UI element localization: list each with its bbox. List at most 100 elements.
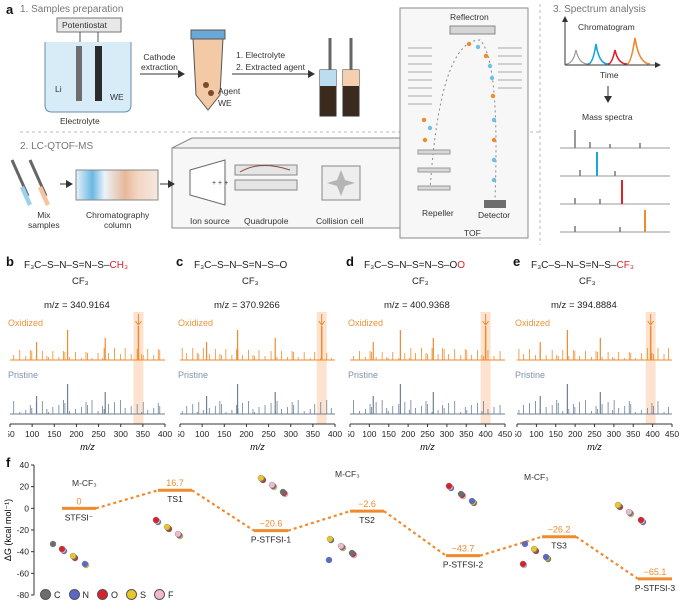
connector-line [575,535,639,580]
step3-label: 3. Spectrum analysis [553,4,646,15]
x-tick-label: 50 [515,429,522,439]
atom-ball [468,497,476,505]
chromatography-column-label: Chromatography column [86,210,150,230]
x-tick-label: 100 [362,429,376,439]
step1-label: 1. Samples preparation [20,4,124,15]
x-tick-label: 300 [607,429,621,439]
energy-value: −65.1 [644,567,667,577]
x-tick-label: 300 [440,429,454,439]
state-label: TS1 [167,494,183,504]
structure-cf3: CF₃ [242,276,259,287]
x-tick-label: 200 [239,429,253,439]
x-tick-label: 350 [136,429,150,439]
pristine-label: Pristine [348,370,379,380]
atom-ball [445,482,453,490]
molecule-structure: F₃C–S–N–S=N–S–OO [364,260,465,271]
molecule-structure: F₃C–S–N–S=N–S–CH₃ [24,260,128,271]
x-tick-label: 150 [549,429,563,439]
mz-value: m/z = 340.9164 [44,300,110,311]
potentiostat-label: Potentiostat [62,20,107,30]
x-tick-label: 350 [306,429,320,439]
atom-ball [174,530,182,538]
state-label: TS2 [359,515,375,525]
state-label: P-STFSI-3 [635,583,675,593]
x-tick-label: 200 [568,429,582,439]
atom-ball [163,523,171,531]
reflectron-label: Reflectron [450,12,489,22]
agent-label: Agent [218,86,241,96]
panel-a-letter: a [6,2,14,17]
spectrum-plot: 50100150200250300350400450m/z [348,312,512,452]
highlight-band [316,312,327,424]
x-axis-label: m/z [80,442,95,452]
atom-ball [279,488,287,496]
atom-ball [337,542,345,550]
legend-label: F [168,589,174,600]
atom-ball [81,560,89,568]
legend-swatch [40,589,51,600]
x-tick-label: 100 [25,429,39,439]
y-tick-label: 0 [24,503,29,513]
x-tick-label: 50 [348,429,355,439]
structure-core: –S–N–S=N–S– [41,260,110,271]
panel-letter: d [346,254,354,269]
legend-swatch [97,589,108,600]
legend-swatch [154,589,166,600]
y-tick-label: -40 [17,547,30,557]
y-axis-label: ΔG (kcal mol⁻¹) [3,499,13,561]
connector-line [191,489,255,532]
electrolyte-label: Electrolyte [60,116,100,126]
y-tick-label: 40 [20,460,30,470]
atom-ball [325,556,333,564]
connector-line [95,489,159,510]
state-label: TS3 [551,541,567,551]
state-label: P-STFSI-1 [251,535,291,545]
structure-cf3: CF₃ [412,276,429,287]
x-tick-label: 400 [479,429,493,439]
energy-value: −26.2 [548,525,571,535]
structure-cf3: CF₃ [72,276,89,287]
x-axis-label: m/z [587,442,602,452]
x-tick-label: 400 [646,429,660,439]
structure-left: F₃C [364,260,382,271]
legend-label: O [111,589,119,600]
repeller-label: Repeller [422,208,454,218]
collision-cell-label: Collision cell [316,216,364,226]
quadrupole-label: Quadrupole [244,216,289,226]
step-item-2: 2. Extracted agent [236,62,305,72]
x-tick-label: 300 [284,429,298,439]
peak-arrow [135,314,142,326]
panel-letter: e [513,254,521,269]
chromatogram-label: Chromatogram [578,22,635,32]
x-tick-label: 100 [195,429,209,439]
atom-ball [268,481,276,489]
peak-arrow [482,314,490,326]
x-axis-label: m/z [250,442,265,452]
we-label: WE [110,92,124,102]
x-tick-label: 150 [382,429,396,439]
legend-item: N [68,589,89,600]
x-tick-label: 300 [114,429,128,439]
atom-ball [49,540,57,548]
step-item-1: 1. Electrolyte [236,50,286,60]
oxidized-label: Oxidized [348,318,384,328]
molecule-structure: F₃C–S–N–S=N–S–CF₃ [531,260,634,271]
panel-a-figure: + + + [10,4,670,245]
atom-ball [348,549,356,557]
atom-ball [521,540,529,548]
oxidized-label: Oxidized [178,318,214,328]
svg-text:+ + +: + + + [212,180,228,187]
energy-value: −2.6 [358,499,376,509]
mcf3-label-2: M-CF₃ [335,469,360,479]
atom-ball [625,508,633,516]
panel-letter: b [6,254,14,269]
pristine-label: Pristine [178,370,209,380]
legend-swatch [126,589,138,600]
molecule-structure: F₃C–S–N–S=N–S–O [194,260,287,271]
x-axis-label: m/z [420,442,435,452]
connector-line [383,510,447,557]
structure-right: CF₃ [616,260,634,271]
structure-left: F₃C [531,260,549,271]
